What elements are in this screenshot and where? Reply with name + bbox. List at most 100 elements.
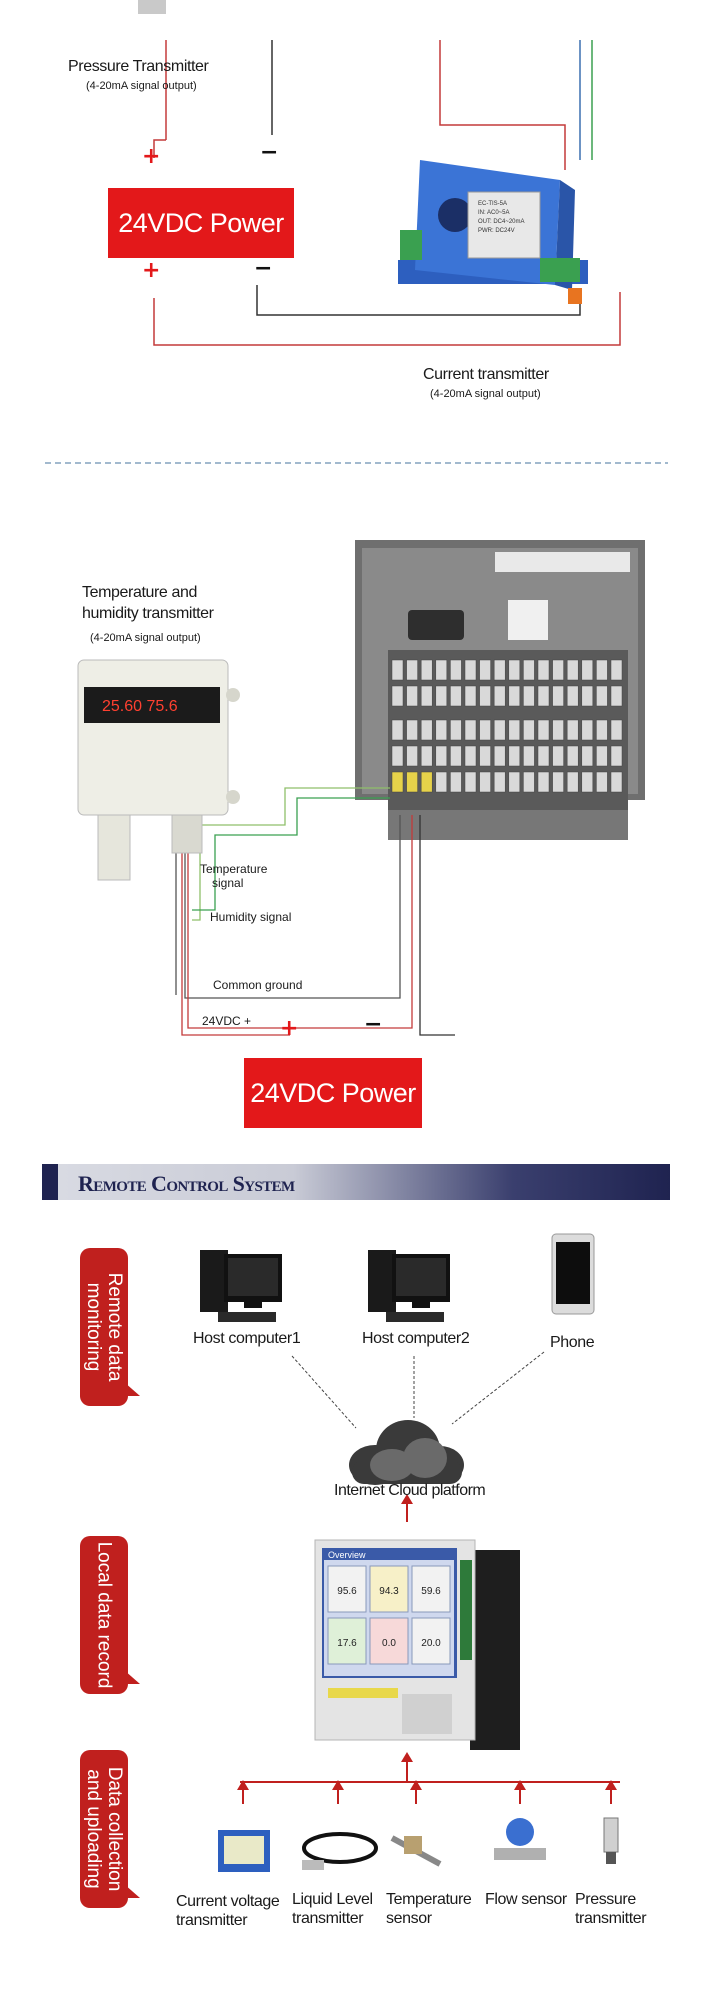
device-label-1-line-2: transmitter [176, 1912, 248, 1929]
terminal-screw [581, 659, 594, 681]
flow-sensor-icon [494, 1818, 546, 1860]
current-transmitter-spec-3: OUT: DC4~20mA [478, 219, 525, 225]
terminal-screw [523, 719, 535, 741]
terminal-screw [610, 719, 623, 741]
minus-sign-middle: − [364, 1012, 383, 1037]
current-transmitter-spec-2: IN: AC0~5A [478, 210, 510, 216]
terminal-screw [566, 719, 579, 741]
terminal-screw [391, 771, 404, 793]
device-label-1: Current voltage transmitter [176, 1892, 280, 1930]
terminal-screw [464, 685, 477, 707]
terminal-screw [537, 685, 550, 707]
terminal-screw [537, 771, 550, 793]
current-transmitter-device [398, 160, 588, 304]
power-box-top: 24VDC Power [108, 188, 294, 258]
terminal-screw [479, 771, 491, 793]
terminal-screw [420, 745, 433, 767]
terminal-screw [406, 659, 418, 681]
humidity-signal-label: Humidity signal [210, 910, 292, 924]
terminal-screw [610, 745, 623, 767]
terminal-screw [523, 771, 535, 793]
phone-icon [551, 1233, 595, 1315]
terminal-screw [406, 685, 418, 707]
terminal-screw [566, 745, 579, 767]
host-computer-1-icon [200, 1250, 282, 1322]
terminal-screw [566, 659, 579, 681]
terminal-screw [391, 685, 404, 707]
terminal-screw [581, 719, 594, 741]
terminal-screw [420, 771, 433, 793]
wiring-diagram-middle: 25.60 75.6 [77, 540, 645, 1036]
screen-cell [369, 1565, 409, 1613]
temperature-sensor-icon [390, 1835, 442, 1867]
terminal-screw [464, 745, 477, 767]
pressure-transmitter-sub: (4-20mA signal output) [86, 80, 197, 92]
terminal-screw [581, 771, 594, 793]
terminal-screw [479, 719, 491, 741]
device-label-5-line-1: Pressure [575, 1891, 636, 1908]
current-transmitter-title: Current transmitter [423, 366, 549, 383]
plus-sign-middle: + [280, 1016, 299, 1041]
terminal-screw [420, 685, 433, 707]
th-title-1: Temperature and [82, 584, 197, 601]
terminal-screw [596, 685, 608, 707]
device-label-3: Temperature sensor [386, 1890, 472, 1928]
screen-cell-value: 95.6 [337, 1586, 357, 1597]
terminal-screw [493, 659, 506, 681]
terminal-screw [566, 685, 579, 707]
terminal-screw [493, 685, 506, 707]
terminal-screw [435, 685, 448, 707]
display-readout: 25.60 75.6 [102, 698, 178, 715]
terminal-screw [596, 771, 608, 793]
screen-cell-value: 20.0 [421, 1638, 441, 1649]
bus-arrowhead [514, 1780, 526, 1790]
terminal-screw [566, 771, 579, 793]
banner-bar: Remote Control System [42, 1164, 670, 1200]
terminal-screw [435, 771, 448, 793]
terminal-screw [435, 745, 448, 767]
terminal-screw [493, 745, 506, 767]
terminal-screw [479, 685, 491, 707]
terminal-screw [552, 685, 564, 707]
bus-arrowhead [605, 1780, 617, 1790]
ribbon-remote-monitoring: Remote data monitoring [80, 1248, 140, 1406]
section-divider [45, 462, 668, 464]
pressure-transmitter-title: Pressure Transmitter [68, 58, 209, 75]
screen-cell [369, 1617, 409, 1665]
temperature-signal-label-1: Temperature [200, 862, 268, 876]
terminal-screw [464, 659, 477, 681]
terminal-screw [493, 719, 506, 741]
screen-cell [411, 1617, 451, 1665]
current-transmitter-spec-4: PWR: DC24V [478, 228, 515, 234]
recorder-device [355, 540, 645, 840]
terminal-screw [479, 659, 491, 681]
ribbon-local-record: Local data record [80, 1536, 140, 1694]
vdc-plus-label: 24VDC + [202, 1014, 252, 1028]
device-label-5: Pressure transmitter [575, 1890, 647, 1928]
banner-title: Remote Control System [78, 1171, 295, 1196]
terminal-screw [420, 659, 433, 681]
terminal-screw [508, 659, 521, 681]
screen-cell [327, 1617, 367, 1665]
screen-cell-value: 59.6 [421, 1586, 441, 1597]
terminal-screw [508, 719, 521, 741]
terminal-screw [596, 745, 608, 767]
terminal-screw [523, 685, 535, 707]
plus-sign-bottom: + [142, 258, 161, 283]
terminal-screw [479, 745, 491, 767]
terminal-screw [523, 659, 535, 681]
terminal-screw [391, 659, 404, 681]
current-voltage-transmitter-icon [218, 1830, 270, 1872]
screen-cell-value: 0.0 [382, 1638, 396, 1649]
host-computer-2-label: Host computer2 [362, 1330, 470, 1347]
terminal-screw [581, 745, 594, 767]
phone-label: Phone [550, 1334, 595, 1351]
th-sub: (4-20mA signal output) [90, 632, 201, 644]
terminal-screw [420, 719, 433, 741]
current-transmitter-spec-1: EC-TIS-5A [478, 201, 507, 207]
terminal-screw [406, 771, 418, 793]
minus-sign-bottom: − [254, 256, 273, 281]
device-label-3-line-1: Temperature [386, 1891, 472, 1908]
terminal-screw [450, 659, 462, 681]
plus-sign-top: + [142, 144, 161, 169]
